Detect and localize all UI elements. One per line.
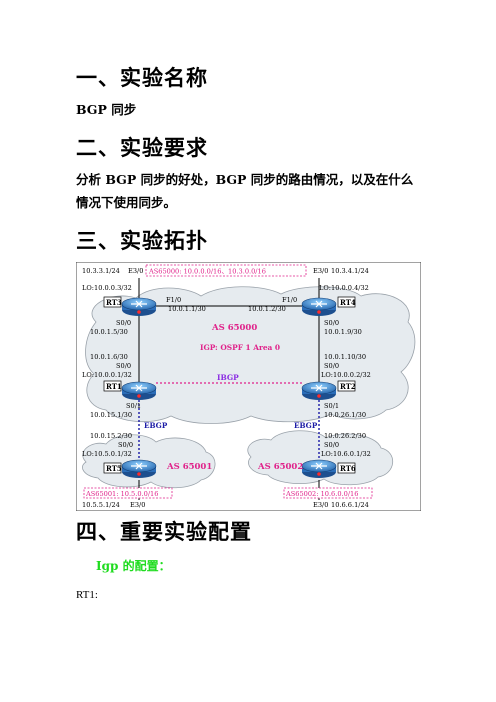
as65000-banner: AS65000: 10.0.0.0/16、10.3.0.0/16: [148, 268, 266, 276]
ebgp-left-label: EBGP: [144, 421, 168, 430]
rt6-router-icon: [301, 459, 337, 479]
rt5-e30-label: E3/0: [130, 501, 145, 509]
requirements-line-1: 分析 BGP 同步的好处，BGP 同步的路由情况，以及在什么: [76, 172, 414, 187]
rt3-f10-ip: 10.0.1.1/30: [168, 305, 206, 313]
rt3-s00-ip: 10.0.1.5/30: [90, 328, 128, 336]
as65000-banner-box: [145, 264, 307, 277]
rt3-f10-label: F1/0: [166, 296, 181, 304]
rt4-f10-ip: 10.0.1.2/30: [248, 305, 286, 313]
as65001-label: AS 65001: [166, 462, 212, 472]
rt2-s01-ip: 10.0.26.1/30: [324, 411, 366, 419]
rt4-s00-ip: 10.0.1.9/30: [324, 328, 362, 336]
rt4-name: RT4: [340, 298, 356, 307]
rt3-e30-label: E3/0: [128, 267, 143, 275]
rt6-name: RT6: [340, 464, 356, 473]
rt6-s00-ip: 10.0.26.2/30: [324, 432, 366, 440]
rt2-s00-label: S0/0: [324, 362, 339, 370]
as65000-label: AS 65000: [211, 323, 257, 333]
rt3-e30-ip: 10.3.3.1/24: [82, 267, 120, 275]
rt3-name: RT3: [106, 298, 122, 307]
rt1-s01-ip: 10.0.15.1/30: [90, 411, 132, 419]
rt5-s00-label: S0/0: [118, 441, 133, 449]
rt4-router-icon: [301, 297, 337, 317]
rt4-e30-label: E3/0: [313, 267, 328, 275]
igp-config-heading: Igp 的配置：: [96, 559, 171, 573]
experiment-name-text: BGP 同步: [76, 102, 137, 117]
rt5-loopback: LO:10.5.0.1/32: [82, 450, 132, 458]
rt4-f10-label: F1/0: [282, 296, 297, 304]
ibgp-label: IBGP: [217, 373, 239, 382]
rt1-s00-label: S0/0: [116, 362, 131, 370]
as65002-banner: AS65002: 10.6.0.0/16: [285, 490, 358, 498]
rt6-e30-label: E3/0: [313, 501, 328, 509]
requirements-line-2: 情况下使用同步。: [76, 195, 177, 210]
rt5-router-icon: [121, 459, 157, 479]
rt1-s01-label: S0/1: [126, 402, 141, 410]
rt6-loopback: LO:10.6.0.1/32: [321, 450, 371, 458]
rt6-e30-ip: 10.6.6.1/24: [331, 501, 369, 509]
rt2-s01-label: S0/1: [324, 402, 339, 410]
as65002-cloud: [247, 430, 394, 486]
rt6-s00-label: S0/0: [324, 441, 339, 449]
rt3-router-icon: [121, 297, 157, 317]
rt1-config-label: RT1:: [76, 589, 98, 601]
rt4-e30-ip: 10.3.4.1/24: [331, 267, 369, 275]
topology-diagram: AS65000: 10.0.0.0/16、10.3.0.0/16 RT3 RT4…: [76, 262, 421, 511]
rt5-e30-ip: 10.5.5.1/24: [82, 501, 120, 509]
rt4-loopback: LO:10.0.0.4/32: [319, 284, 369, 292]
rt1-loopback: LO:10.0.0.1/32: [82, 371, 132, 379]
as65001-banner: AS65001: 10.5.0.0/16: [85, 490, 158, 498]
section-title-requirements: 二、实验要求: [76, 136, 208, 160]
rt2-name: RT2: [340, 382, 356, 391]
rt3-s00-label: S0/0: [116, 319, 131, 327]
rt2-router-icon: [301, 381, 337, 401]
rt5-s00-ip: 10.0.15.2/30: [90, 432, 132, 440]
rt5-name: RT5: [106, 464, 122, 473]
ebgp-right-label: EBGP: [294, 421, 318, 430]
rt1-name: RT1: [106, 382, 122, 391]
rt2-loopback: LO:10.0.0.2/32: [321, 371, 371, 379]
section-title-config: 四、重要实验配置: [76, 520, 252, 544]
as65002-label: AS 65002: [257, 462, 303, 472]
section-title-experiment-name: 一、实验名称: [76, 66, 208, 90]
rt3-loopback: LO:10.0.0.3/32: [82, 284, 132, 292]
section-title-topology: 三、实验拓扑: [76, 229, 208, 253]
igp-label: IGP: OSPF 1 Area 0: [200, 343, 280, 352]
rt4-s00-label: S0/0: [324, 319, 339, 327]
rt1-router-icon: [121, 381, 157, 401]
rt2-s00-ip: 10.0.1.10/30: [324, 353, 366, 361]
rt1-s00-ip: 10.0.1.6/30: [90, 353, 128, 361]
